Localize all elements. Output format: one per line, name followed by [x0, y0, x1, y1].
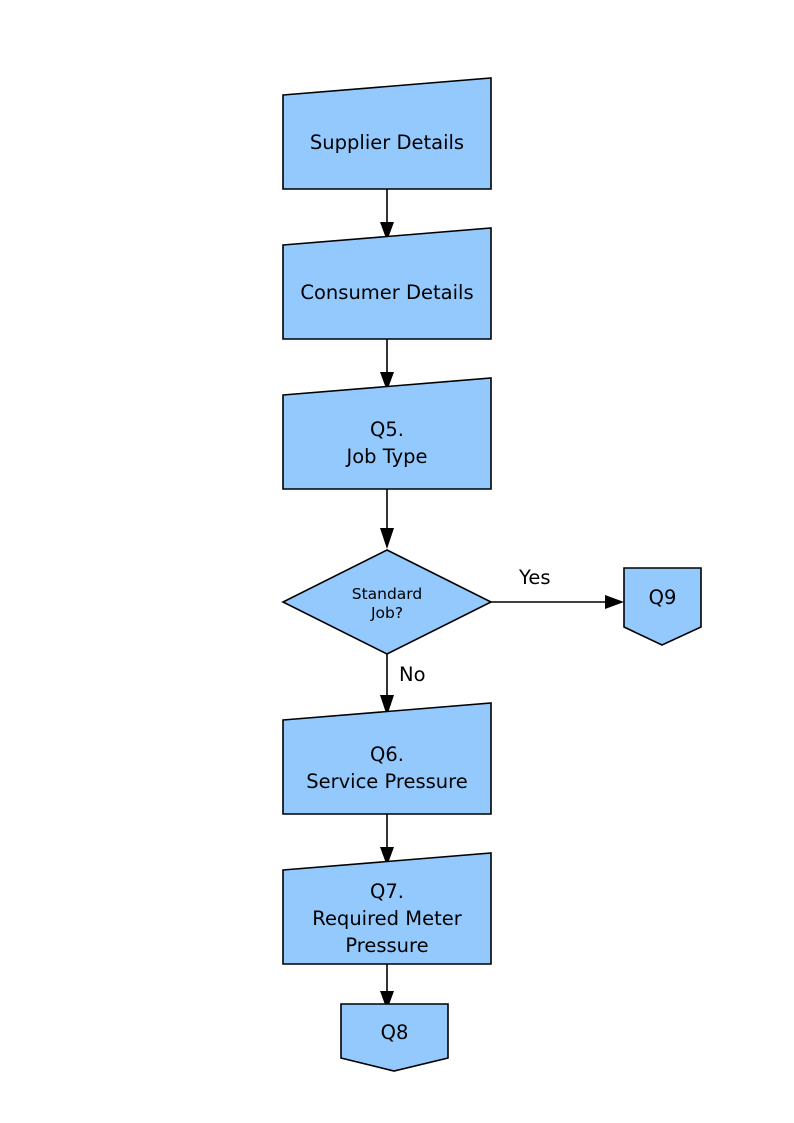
edge-q7-to-q8-arrowhead — [380, 991, 394, 1010]
edge-decision-to-q6-arrowhead — [380, 695, 394, 716]
node-q6-service-pressure[interactable] — [282, 702, 492, 815]
node-q9[interactable] — [623, 567, 702, 646]
node-q8[interactable] — [340, 1003, 449, 1072]
edge-label-no: No — [399, 663, 426, 686]
node-q7-required-meter-pressure[interactable] — [282, 852, 492, 965]
node-supplier-details[interactable] — [282, 77, 492, 190]
node-q5-job-type[interactable] — [282, 377, 492, 490]
edge-q6-to-q7-arrowhead — [380, 847, 394, 866]
edge-consumer-to-q5-arrowhead — [380, 372, 394, 391]
node-standard-job-decision[interactable] — [281, 549, 493, 655]
node-consumer-details[interactable] — [282, 227, 492, 340]
edge-decision-to-q9-arrowhead — [605, 595, 624, 609]
edge-q5-to-decision-arrowhead — [380, 528, 394, 549]
edge-label-yes: Yes — [519, 566, 551, 589]
edge-supplier-to-consumer-arrowhead — [380, 222, 394, 241]
